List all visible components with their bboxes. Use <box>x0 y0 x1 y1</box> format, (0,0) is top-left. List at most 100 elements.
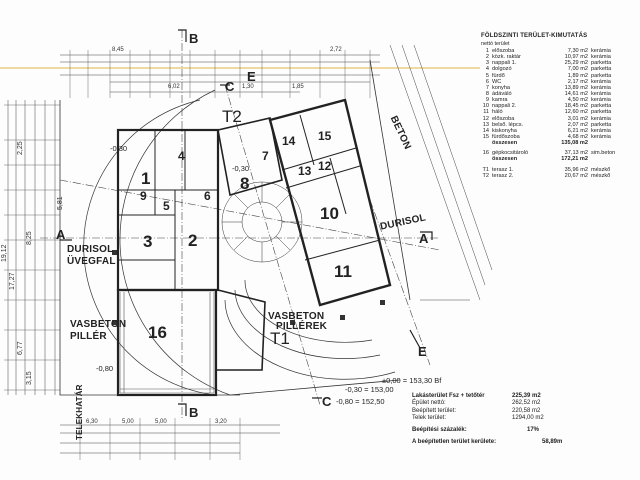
dim-top-5: 2,72 <box>330 47 342 53</box>
room-14-label: 14 <box>282 134 296 148</box>
wall-label-piller: PILLÉR <box>70 331 107 342</box>
axis-lines <box>40 30 441 420</box>
axis-a-left: A <box>56 227 66 242</box>
right-wing-walls <box>268 98 392 307</box>
right-dimension-lines <box>389 44 493 301</box>
lot-boundary-label: TELEKHATÁR <box>75 384 84 440</box>
dim-left-7: 3,15 <box>26 371 33 385</box>
curved-terraces <box>83 89 396 396</box>
room-15-label: 15 <box>318 129 332 143</box>
room-1-label: 1 <box>141 169 151 188</box>
level-left-2: -0,80 <box>96 364 114 373</box>
schedule-subtitle: nettó terület <box>481 41 510 47</box>
summary-green: A beépítetlen terület kerülete: 58,89m <box>412 439 563 446</box>
level-terrace-2: -0,80 = 152,50 <box>336 397 385 406</box>
schedule-total-1: összesen 135,08 m2 <box>492 140 588 147</box>
left-dimension-lines <box>4 100 60 395</box>
room-6-label: 6 <box>204 189 211 203</box>
section-markers <box>60 29 433 416</box>
dim-top-2: 6,02 <box>168 84 180 90</box>
level-left-1: -0,30 <box>110 144 128 153</box>
room-5-label: 5 <box>163 199 170 213</box>
dim-bottom-3: 5,00 <box>155 419 167 425</box>
dim-bottom-2: 5,00 <box>122 419 134 425</box>
room-8-label: 8 <box>240 174 250 193</box>
axis-e-bottom: E <box>418 344 427 359</box>
axis-a-right: A <box>419 231 429 246</box>
axis-c-bottom: C <box>322 394 332 409</box>
dim-top-3: 1,30 <box>242 84 254 90</box>
dim-bottom-1: 6,30 <box>86 419 98 425</box>
left-wing-walls <box>116 128 220 397</box>
wall-label-pillerek: PILLÉREK <box>276 321 328 332</box>
room-9-label: 9 <box>140 189 147 203</box>
dim-top-4: 1,85 <box>292 84 304 90</box>
level-terrace-1: -0,30 = 153,00 <box>345 385 394 394</box>
dim-left-3: 19,12 <box>1 244 8 262</box>
axis-c-top: C <box>225 79 235 94</box>
room-3-label: 3 <box>143 232 153 251</box>
area-schedule: FÖLDSZINTI TERÜLET-KIMUTATÁS nettó terül… <box>481 33 633 179</box>
axis-e-top: E <box>247 69 256 84</box>
columns <box>112 250 385 325</box>
spiral-stair <box>221 181 303 263</box>
summary-row: Épület nettó:262,52 m2 <box>412 400 541 407</box>
summary-row: Beépített terület:220,58 m2 <box>412 407 541 414</box>
level-center: -0,30 <box>232 164 250 173</box>
room-16-label: 16 <box>148 323 167 342</box>
right-wing-partitions <box>281 114 381 261</box>
schedule-title: FÖLDSZINTI TERÜLET-KIMUTATÁS <box>481 33 588 39</box>
dim-bottom-4: 3,20 <box>215 419 227 425</box>
terrace-t1-label: T1 <box>270 329 290 348</box>
room-7-label: 7 <box>262 149 269 163</box>
top-dimension-lines <box>60 50 380 98</box>
room-12-label: 12 <box>318 159 332 173</box>
schedule-garage: 16 gépkocsitároló 37,13 m2 sim.beton <box>482 150 616 157</box>
level-main: ±0,00 = 153,30 Bf <box>382 376 442 385</box>
dim-left-5: 5,81 <box>57 196 64 210</box>
bottom-dimension-lines <box>60 418 280 460</box>
terrace-t2-label: T2 <box>222 107 242 126</box>
wall-label-uvegfal: ÜVEGFAL <box>67 256 116 267</box>
connector-walls <box>216 117 283 371</box>
axis-b-bottom: B <box>189 405 199 420</box>
wall-label-durisol-left: DURISOL <box>67 244 114 255</box>
room-2-label: 2 <box>188 231 198 250</box>
summary-ratio: Beépítési százalék: 17% <box>412 426 540 433</box>
dim-left-4: 8,25 <box>26 231 33 245</box>
dim-left-6: 6,77 <box>17 341 24 355</box>
wall-label-vasbeton-left: VASBETON <box>70 319 127 330</box>
room-10-label: 10 <box>320 204 339 223</box>
left-wing-partitions <box>118 130 218 290</box>
left-wing-hatch <box>119 292 215 394</box>
room-13-label: 13 <box>298 164 312 178</box>
dim-left-2: 17,27 <box>9 272 16 290</box>
schedule-total-2: összesen 172,21 m2 <box>492 156 588 163</box>
room-4-label: 4 <box>178 149 185 163</box>
room-11-label: 11 <box>334 262 352 281</box>
wall-label-vasbeton-center: VASBETON <box>268 311 325 322</box>
dim-left-1: 2,25 <box>17 141 24 155</box>
